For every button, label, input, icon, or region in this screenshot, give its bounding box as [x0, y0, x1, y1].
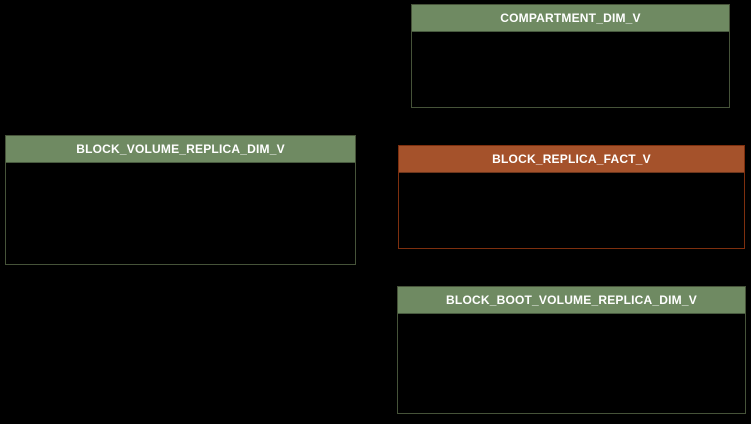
- entity-compartment-dim-v[interactable]: COMPARTMENT_DIM_V: [411, 4, 730, 108]
- entity-title: BLOCK_BOOT_VOLUME_REPLICA_DIM_V: [446, 293, 697, 307]
- entity-block-volume-replica-dim-v[interactable]: BLOCK_VOLUME_REPLICA_DIM_V: [5, 135, 356, 265]
- entity-title: COMPARTMENT_DIM_V: [500, 11, 641, 25]
- entity-body: [399, 173, 744, 248]
- entity-header-block-volume-replica-dim-v[interactable]: BLOCK_VOLUME_REPLICA_DIM_V: [6, 136, 355, 163]
- entity-header-compartment-dim-v[interactable]: COMPARTMENT_DIM_V: [412, 5, 729, 32]
- entity-title: BLOCK_REPLICA_FACT_V: [492, 152, 651, 166]
- entity-body: [6, 163, 355, 264]
- entity-header-block-boot-volume-replica-dim-v[interactable]: BLOCK_BOOT_VOLUME_REPLICA_DIM_V: [398, 287, 745, 314]
- entity-header-block-replica-fact-v[interactable]: BLOCK_REPLICA_FACT_V: [399, 146, 744, 173]
- entity-body: [412, 32, 729, 107]
- entity-title: BLOCK_VOLUME_REPLICA_DIM_V: [76, 142, 285, 156]
- entity-block-replica-fact-v[interactable]: BLOCK_REPLICA_FACT_V: [398, 145, 745, 249]
- entity-block-boot-volume-replica-dim-v[interactable]: BLOCK_BOOT_VOLUME_REPLICA_DIM_V: [397, 286, 746, 414]
- entity-body: [398, 314, 745, 413]
